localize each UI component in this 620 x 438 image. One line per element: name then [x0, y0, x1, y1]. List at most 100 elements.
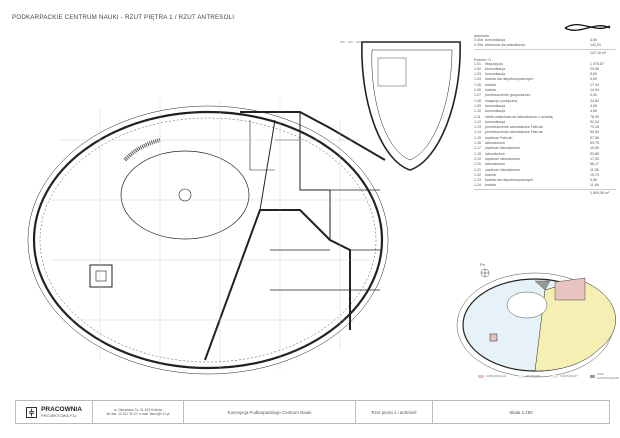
cell-no: 1.24: [474, 183, 481, 188]
cell-name: laboratorium: [485, 162, 505, 167]
cell-name: toaleta dla niepełnosprawnych: [485, 77, 534, 82]
legend-item: WYSTAWY: [518, 372, 540, 380]
legend-item: POM. GOSPODARCZE: [590, 372, 620, 380]
cell-name: pomieszczenie gospodarcze: [485, 93, 531, 98]
cell-no: 1.01: [474, 61, 481, 66]
cell-name: komunikacja: [485, 72, 505, 77]
north-label: Pn: [480, 262, 485, 267]
table-row: 1.24 toaleta 11,66: [474, 183, 616, 188]
mezzanine-plan: [340, 41, 461, 171]
address-cell: ul. Olszańska 7a, 31-513 Kraków tel./fax…: [93, 401, 184, 423]
cell-name: toaleta: [485, 88, 496, 93]
table-row: 1.14 pomieszczenie warsztatowe FabLab 84,5…: [474, 130, 616, 135]
legend-label: KOMUNIKACJA: [486, 374, 507, 378]
address-line2: tel./fax. 12 411 31 02, e-mail: biuro@f-…: [106, 412, 170, 416]
cell-name: pomieszczenie warsztatowe FabLab: [485, 130, 543, 135]
cell-area: 78,39: [590, 114, 599, 119]
legend-swatch: [518, 374, 525, 378]
table-row: 1.03 komunikacja 5,80: [474, 72, 616, 77]
cell-no: 1.03: [474, 72, 481, 77]
cell-area: 69,75: [590, 141, 599, 146]
logo-line1: PRACOWNIA: [41, 406, 82, 413]
cell-area: 52,04: [590, 119, 599, 124]
cell-no: 1.11: [474, 114, 481, 119]
cell-name: laboratorium: [485, 141, 505, 146]
cell-area: 3,00: [590, 93, 597, 98]
cell-name: magazyn podręczny: [485, 98, 518, 103]
cell-no: 1.13: [474, 125, 481, 130]
logo-mark-icon: [564, 23, 611, 31]
legend-label: POM. GOSPODARCZE: [596, 372, 619, 380]
legend-label: SANITARIATY: [560, 374, 579, 378]
cell-no: 1.05: [474, 82, 481, 87]
sheet-name: Rzut piętra 1 i antresoli: [356, 401, 433, 423]
scale: Skala 1:250: [509, 409, 533, 415]
cell-area: 29,58: [590, 66, 599, 71]
cell-no: 1.14: [474, 130, 481, 135]
legend-item: KOMUNIKACJA: [478, 372, 506, 380]
cell-area: 84,50: [590, 130, 599, 135]
cell-area: 11,56: [590, 167, 599, 172]
cell-area: 11,66: [590, 183, 599, 188]
legend-item: SANITARIATY: [552, 372, 578, 380]
inset-zoning-plan: [456, 268, 616, 378]
cell-name: komunikacja: [485, 38, 505, 42]
cell-name: komunikacja: [485, 119, 505, 124]
cell-no: 1.19: [474, 156, 481, 161]
drawing-title: PODKARPACKIE CENTRUM NAUKI - RZUT PIĘTRA…: [12, 14, 235, 21]
cell-area: 24,82: [590, 98, 599, 103]
cell-name: zaplecze laboratorium: [485, 167, 521, 172]
cell-no: 0.39a: [474, 43, 483, 48]
cell-area: 1 078,67: [590, 61, 604, 66]
cell-name: toaleta: [485, 172, 496, 177]
cell-area: 4,66: [590, 109, 597, 114]
cell-name: toaleta dla niepełnosprawnych: [485, 178, 534, 183]
cell-area: 4,65: [590, 38, 597, 42]
legend-swatch: [478, 374, 484, 378]
cell-no: 1.18: [474, 151, 481, 156]
mezzanine-total: 147,16 m²: [590, 50, 607, 55]
cell-no: 1.02: [474, 66, 481, 71]
cell-no: 1.10: [474, 109, 481, 114]
cell-name: toaleta: [485, 82, 496, 87]
cell-no: 1.17: [474, 146, 481, 151]
cell-area: 57,56: [590, 135, 599, 140]
cell-name: toaleta: [485, 183, 496, 188]
cell-name: pomieszczenie warsztatowe FabLab: [485, 125, 543, 130]
logo-line2: PROJEKTOWA F11: [41, 413, 77, 418]
cell-area: 4,96: [590, 178, 597, 183]
cell-name: zaplecze laboratorium: [485, 146, 521, 151]
cell-area: 5,80: [590, 72, 597, 77]
cell-no: 1.20: [474, 162, 481, 167]
cell-name: komunikacja: [485, 103, 505, 108]
project-name: Koncepcja Podkarpackiego Centrum Nauki: [184, 401, 356, 423]
legend: KOMUNIKACJA WYSTAWY SANITARIATY POM. GOSPOD…: [478, 372, 620, 380]
cell-no: 0.30a: [474, 38, 483, 42]
address-line1: ul. Olszańska 7a, 31-513 Kraków: [113, 407, 163, 412]
cell-area: 17,44: [590, 82, 599, 87]
level-total: 1 809,58 m²: [590, 190, 610, 195]
table-row: 1.05 toaleta 17,44: [474, 83, 616, 88]
cell-name: laboratorium: [485, 151, 505, 156]
cell-name: strefa wejściowa do laboratorium z szatn…: [485, 114, 553, 119]
cell-no: 1.04: [474, 77, 481, 82]
table-row: 1.11 strefa wejściowa do laboratorium z s…: [474, 115, 616, 120]
